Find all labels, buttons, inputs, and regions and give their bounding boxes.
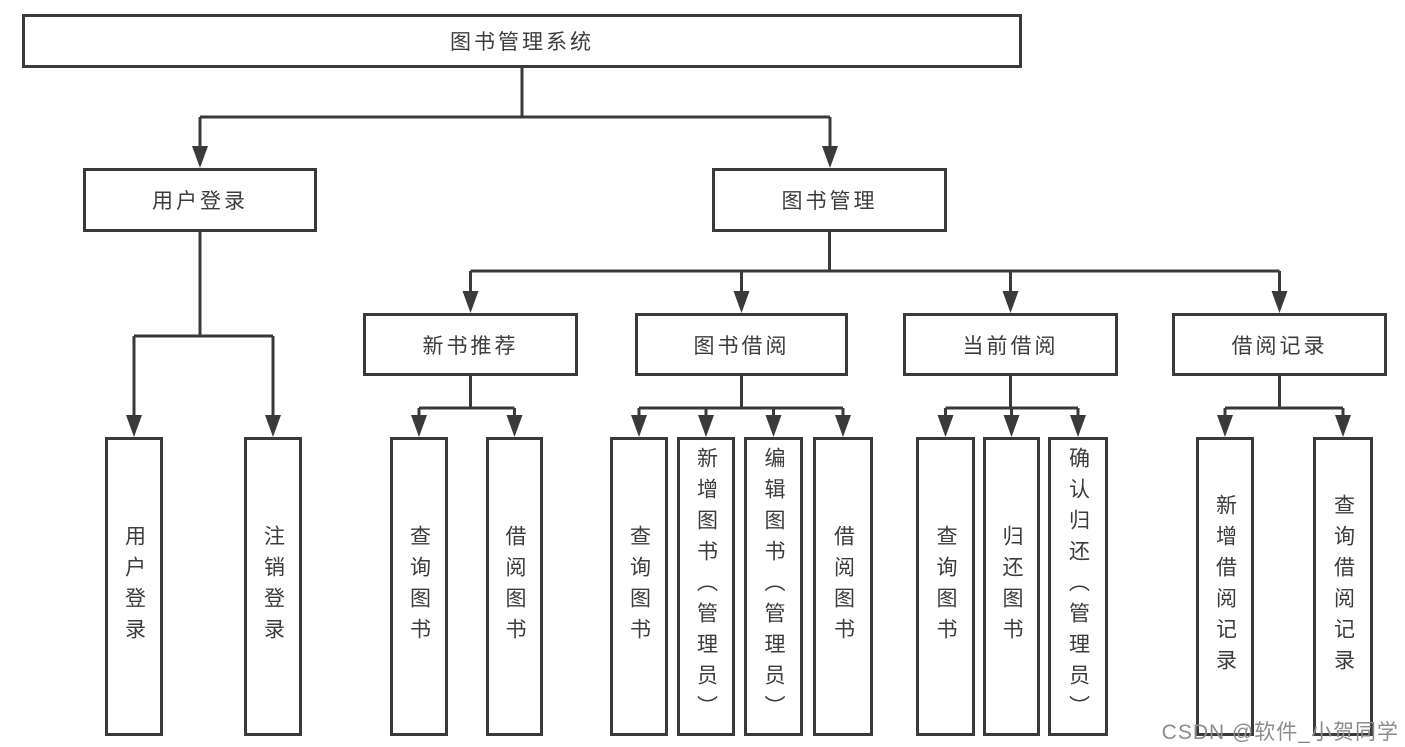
edges-new-book-recommend-to-leaves (411, 376, 523, 437)
node-book-management: 图书管理 (712, 168, 947, 232)
leaf-user-login: 用户登录 (105, 437, 163, 736)
arrowhead (765, 415, 782, 437)
node-borrow-records: 借阅记录 (1172, 313, 1387, 376)
leaf-current-query-books-label: 查询图书 (934, 524, 957, 649)
arrowhead (1271, 291, 1288, 313)
leaf-borrow-add-books-admin: 新增图书（管理员） (677, 437, 735, 736)
arrowhead (265, 415, 281, 437)
node-book-borrow: 图书借阅 (635, 313, 848, 376)
edges-root-to-level2 (192, 68, 838, 168)
node-new-book-recommend-label: 新书推荐 (422, 334, 519, 358)
leaf-new-book-query-books-label: 查询图书 (407, 524, 431, 649)
edges-borrow-records-to-leaves (1217, 376, 1351, 437)
leaf-borrow-query-books-label: 查询图书 (627, 524, 651, 649)
arrowhead (1070, 415, 1086, 437)
arrowhead (411, 415, 427, 437)
arrowhead (126, 415, 142, 437)
node-borrow-records-label: 借阅记录 (1231, 334, 1328, 358)
node-current-borrow: 当前借阅 (903, 313, 1118, 376)
leaf-records-add-record-label: 新增借阅记录 (1213, 493, 1237, 680)
node-book-management-label: 图书管理 (781, 190, 878, 213)
leaf-borrow-add-books-admin-label: 新增图书（管理员） (694, 447, 718, 726)
edges-current-borrow-to-leaves (937, 376, 1086, 437)
leaf-new-book-query-books: 查询图书 (390, 437, 448, 736)
node-new-book-recommend: 新书推荐 (363, 313, 578, 376)
arrowhead (937, 415, 954, 437)
node-root-label: 图书管理系统 (450, 31, 594, 54)
leaf-user-login-label: 用户登录 (122, 524, 146, 649)
leaf-new-book-borrow-books-label: 借阅图书 (503, 524, 526, 649)
leaf-logout-label: 注销登录 (261, 524, 285, 649)
leaf-logout: 注销登录 (244, 437, 302, 736)
arrowhead (1003, 415, 1020, 437)
csdn-watermark: CSDN @软件_小贺同学 (1161, 721, 1399, 744)
leaf-borrow-edit-books-admin-label: 编辑图书（管理员） (762, 447, 785, 726)
node-user-login-label: 用户登录 (152, 190, 248, 213)
arrowhead (733, 291, 750, 313)
arrowhead (631, 415, 647, 437)
leaf-current-return-books-label: 归还图书 (1000, 524, 1023, 649)
node-user-login: 用户登录 (83, 168, 317, 232)
arrowhead (1217, 415, 1233, 437)
leaf-borrow-query-books: 查询图书 (610, 437, 668, 736)
leaf-new-book-borrow-books: 借阅图书 (486, 437, 543, 736)
node-book-borrow-label: 图书借阅 (693, 334, 790, 358)
leaf-records-query-record: 查询借阅记录 (1313, 437, 1373, 736)
arrowhead (462, 291, 479, 313)
leaf-current-confirm-return-admin: 确认归还（管理员） (1048, 437, 1108, 736)
arrowhead (822, 146, 838, 168)
edges-book-borrow-to-leaves (631, 376, 851, 437)
leaf-current-query-books: 查询图书 (916, 437, 975, 736)
leaf-records-add-record: 新增借阅记录 (1196, 437, 1254, 736)
node-root: 图书管理系统 (22, 14, 1022, 68)
edges-user-login-to-leaves (126, 232, 281, 437)
leaf-current-return-books: 归还图书 (983, 437, 1040, 736)
leaf-borrow-borrow-books-label: 借阅图书 (831, 524, 855, 649)
arrowhead (1335, 415, 1351, 437)
leaf-records-query-record-label: 查询借阅记录 (1331, 493, 1355, 680)
arrowhead (192, 146, 208, 168)
arrowhead (1002, 291, 1019, 313)
arrowhead (698, 415, 714, 437)
leaf-current-confirm-return-admin-label: 确认归还（管理员） (1066, 447, 1090, 726)
edges-book-management-to-level3 (462, 232, 1288, 313)
node-current-borrow-label: 当前借阅 (962, 334, 1059, 358)
arrowhead (506, 415, 523, 437)
arrowhead (835, 415, 851, 437)
leaf-borrow-edit-books-admin: 编辑图书（管理员） (744, 437, 803, 736)
leaf-borrow-borrow-books: 借阅图书 (813, 437, 873, 736)
